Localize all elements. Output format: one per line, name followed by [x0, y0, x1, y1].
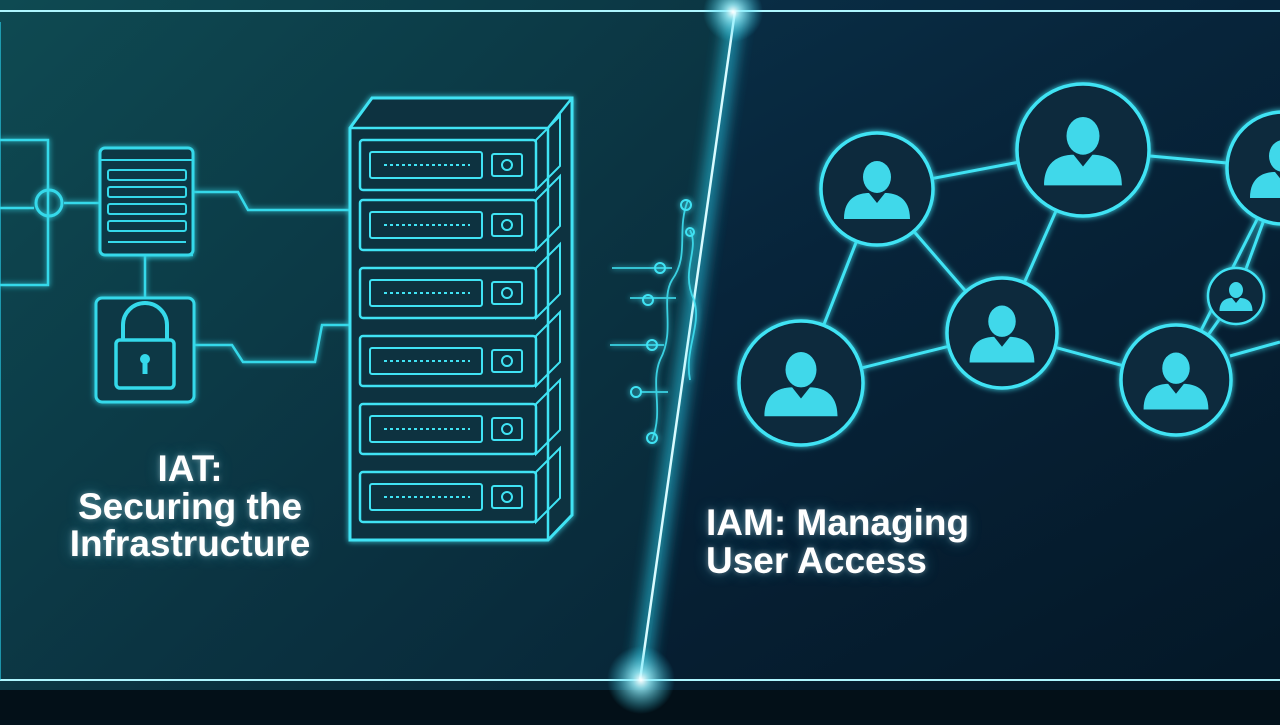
iat-title-line-1: IAT:: [157, 448, 223, 489]
iam-title-line-2: User Access: [706, 540, 927, 582]
server-unit-icon: [358, 445, 561, 525]
server-unit-icon: [358, 309, 561, 389]
iat-title-line-3: Infrastructure: [69, 523, 311, 565]
iam-title-line-1: IAM: Managing: [706, 502, 970, 543]
user-node: [819, 131, 935, 247]
iat-title-line-2: Securing the: [77, 485, 303, 527]
user-node: [1015, 82, 1151, 218]
user-icon: [764, 352, 838, 417]
server-unit-icon: [358, 173, 561, 253]
network-edge: [1148, 154, 1228, 165]
user-icon: [1044, 117, 1122, 186]
user-node: [1225, 110, 1280, 226]
network-edge: [1054, 345, 1124, 368]
server-unit-icon: [358, 113, 561, 193]
network-edge: [860, 344, 949, 370]
junction-node: [34, 188, 64, 218]
network-edge: [822, 240, 858, 326]
user-icon: [969, 305, 1035, 363]
user-node: [1119, 323, 1233, 437]
network-edge: [912, 230, 968, 293]
document-server-icon: [98, 146, 195, 257]
cable-nodes: [630, 199, 695, 444]
user-icon: [1250, 140, 1280, 198]
network-edge: [1206, 317, 1221, 337]
iam-caption: IAM: Managing User Access: [706, 502, 1046, 582]
diagonal-divider: [607, 0, 763, 714]
network-edge: [931, 160, 1019, 181]
server-unit-icon: [358, 377, 561, 457]
user-node: [1206, 266, 1266, 326]
iat-caption: IAT: Securing the Infrastructure: [40, 450, 340, 563]
user-icon: [1143, 352, 1209, 410]
network-edge: [1022, 209, 1058, 284]
user-node: [945, 276, 1059, 390]
user-icon: [844, 161, 910, 219]
user-icon: [1219, 282, 1253, 311]
network-edge: [1229, 340, 1280, 358]
padlock-icon: [94, 296, 196, 404]
server-rack-icon: [348, 96, 574, 542]
user-node: [737, 319, 865, 447]
network-edge: [1244, 220, 1266, 271]
network-edges: [822, 154, 1280, 370]
user-network: [737, 82, 1280, 447]
server-unit-icon: [358, 241, 561, 321]
